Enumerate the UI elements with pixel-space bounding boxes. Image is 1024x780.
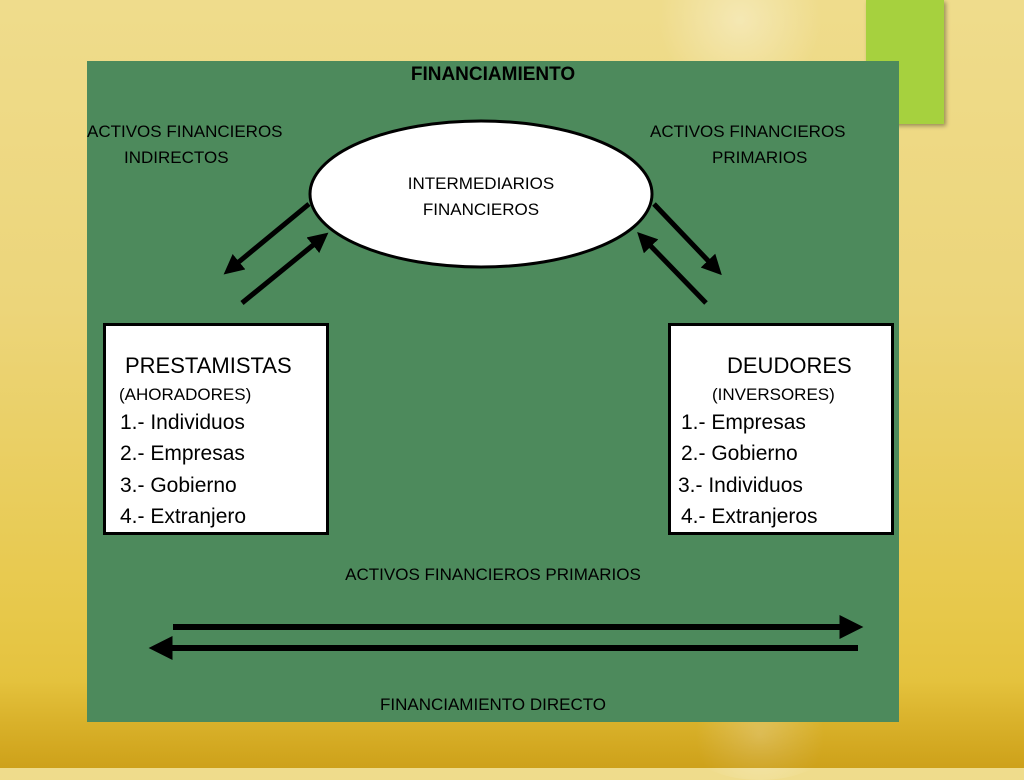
debtors-box: DEUDORES (INVERSORES) 1.- Empresas 2.- G… [668, 323, 894, 535]
intermediaries-line2: FINANCIEROS [422, 200, 540, 219]
intermediaries-line1: INTERMEDIARIOS [407, 174, 555, 193]
primary-assets-line1: ACTIVOS FINANCIEROS [650, 122, 846, 141]
intermediaries-label: INTERMEDIARIOS FINANCIEROS [396, 171, 566, 223]
debtors-item: 3.- Individuos [678, 474, 803, 497]
indirect-assets-line1: ACTIVOS FINANCIEROS [87, 122, 283, 141]
lenders-item: 1.- Individuos [120, 411, 245, 434]
debtors-item: 1.- Empresas [681, 411, 806, 434]
lenders-item: 2.- Empresas [120, 442, 245, 465]
primary-assets-label-top: ACTIVOS FINANCIEROS PRIMARIOS [650, 119, 846, 171]
debtors-subtitle: (INVERSORES) [712, 385, 835, 404]
arrow-to-lenders [223, 202, 311, 275]
intermediaries-ellipse [308, 119, 654, 269]
direct-financing-label: FINANCIAMIENTO DIRECTO [379, 695, 607, 714]
diagram-graphics [148, 119, 864, 660]
debtors-title: DEUDORES [727, 353, 852, 378]
debtors-item: 4.- Extranjeros [681, 505, 818, 528]
indirect-assets-label: ACTIVOS FINANCIEROS INDIRECTOS [87, 119, 283, 171]
indirect-assets-line2: INDIRECTOS [124, 148, 229, 167]
lenders-item: 4.- Extranjero [120, 505, 247, 528]
arrow-from-lenders [240, 232, 329, 305]
lenders-item: 3.- Gobierno [120, 474, 237, 497]
primary-assets-label-middle: ACTIVOS FINANCIEROS PRIMARIOS [345, 565, 641, 584]
lenders-title: PRESTAMISTAS [125, 353, 292, 378]
arrow-from-debtors [637, 231, 708, 305]
arrow-to-debtors [652, 202, 722, 276]
debtors-item: 2.- Gobierno [681, 442, 798, 465]
diagram-title: FINANCIAMIENTO [410, 64, 576, 85]
lenders-subtitle: (AHORADORES) [119, 385, 252, 404]
primary-assets-line2: PRIMARIOS [712, 148, 808, 167]
financing-diagram: FINANCIAMIENTO ACTIVOS FINANCIEROS INDIR… [87, 61, 899, 722]
lenders-box: PRESTAMISTAS (AHORADORES) 1.- Individuos… [103, 323, 329, 535]
